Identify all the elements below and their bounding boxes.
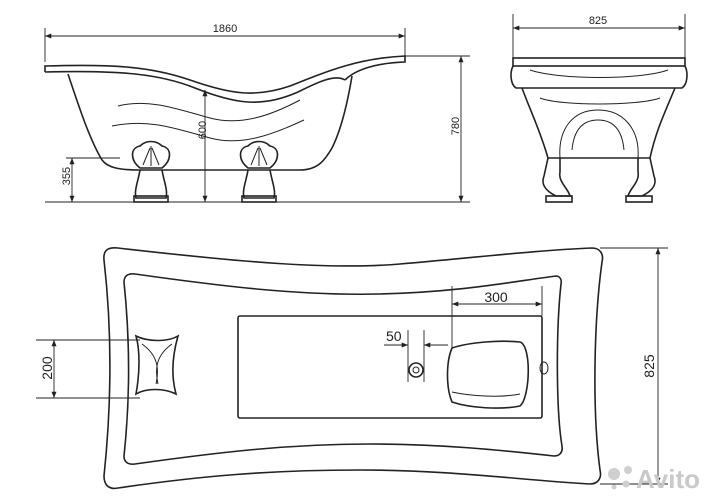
side-rim-height-label: 600 (197, 121, 209, 139)
plan-view: 50 300 200 825 (36, 247, 668, 490)
avito-watermark-text: Avito (636, 464, 700, 494)
plan-drain (408, 362, 424, 378)
side-tub-body (67, 73, 353, 171)
side-foot-left (131, 140, 171, 203)
plan-drain-dim-label: 50 (386, 328, 402, 344)
plan-outer-rim (103, 247, 604, 490)
avito-logo-icon (608, 466, 632, 490)
side-view: 1860 600 355 780 (44, 23, 470, 203)
plan-headrest-right (446, 340, 530, 409)
side-foot-right (239, 140, 279, 203)
side-total-height-label: 780 (450, 117, 462, 135)
side-length-label: 1860 (213, 23, 237, 35)
plan-inner-basin (123, 273, 563, 465)
plan-headrest-left (134, 334, 180, 396)
end-width-label: 825 (589, 15, 607, 27)
avito-watermark: Avito (608, 464, 700, 494)
plan-left-dim-label: 200 (39, 356, 55, 380)
end-view: 825 (510, 14, 688, 203)
plan-headrest-dim-label: 300 (484, 289, 508, 305)
plan-bottom-rect (237, 315, 543, 419)
side-tub-rim (44, 55, 406, 94)
side-feet-height-label: 355 (61, 167, 73, 185)
plan-width-label: 825 (641, 354, 657, 378)
